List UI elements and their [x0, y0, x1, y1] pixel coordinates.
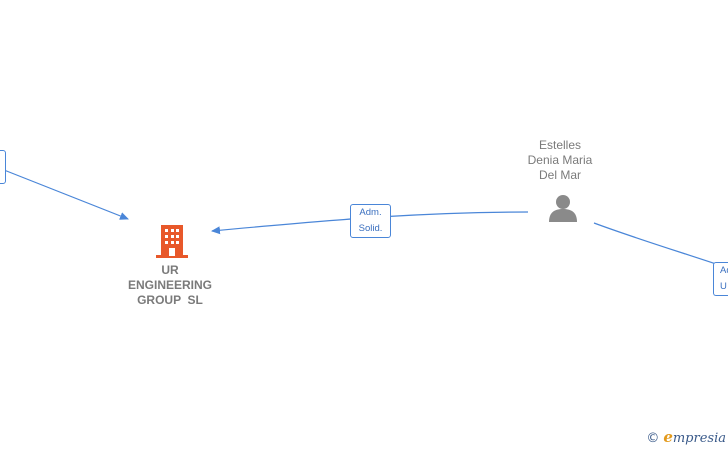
edge-label-line: Ad [720, 265, 728, 276]
edge-person-to-right [593, 222, 728, 269]
edge-label-left[interactable] [0, 150, 6, 184]
person-name-line: Del Mar [538, 168, 581, 182]
company-name[interactable]: UR ENGINEERING GROUP SL [110, 263, 230, 308]
edge-label-line: Solid. [358, 223, 383, 234]
person-name-line: Denia Maria [527, 153, 593, 167]
company-name-line: ENGINEERING [127, 278, 212, 292]
empresia-logo: ©empresia [646, 428, 726, 446]
edge-label-right[interactable]: Ad U [713, 262, 728, 296]
company-name-line: GROUP SL [137, 293, 203, 307]
person-icon[interactable] [549, 195, 577, 222]
brand-initial: e [663, 428, 673, 446]
edge-label-adm-solid[interactable]: Adm. Solid. [350, 204, 391, 238]
edge-label-line: Adm. [359, 207, 382, 218]
person-name[interactable]: Estelles Denia Maria Del Mar [500, 138, 620, 183]
brand-name: mpresia [672, 431, 726, 446]
edge-left-to-company [3, 169, 129, 220]
copyright-symbol: © [646, 431, 660, 446]
company-name-line: UR [161, 263, 179, 277]
building-icon[interactable] [156, 225, 188, 258]
person-name-line: Estelles [538, 138, 582, 152]
edge-label-line: U [720, 281, 727, 292]
